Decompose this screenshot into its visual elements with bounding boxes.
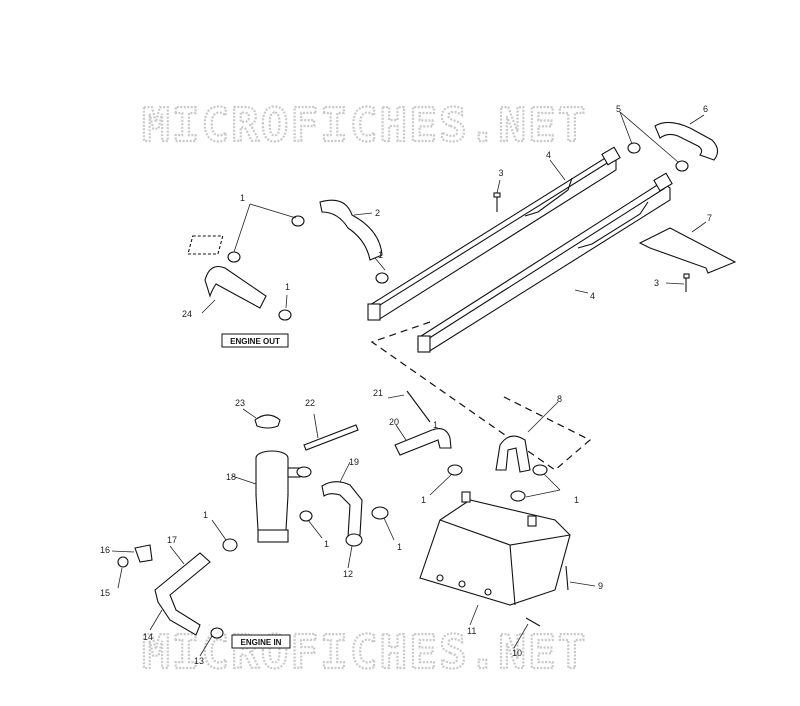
callout-1: 1 [378,250,383,260]
heat-exchanger-lower [417,172,673,353]
clamp [299,510,313,522]
callout-6: 6 [703,104,708,114]
engine-in-label: ENGINE IN [231,634,291,649]
callout-11: 11 [467,626,476,636]
callout-1: 1 [240,193,245,203]
clamp [278,309,292,321]
svg-text:ENGINE OUT: ENGINE OUT [230,337,280,346]
callout-1: 1 [397,542,402,552]
elbow-fitting [134,544,153,563]
callout-3: 3 [654,278,659,288]
clamp [675,160,689,172]
screw-upper [493,192,501,212]
coolant-reservoir [255,450,301,543]
callout-8: 8 [557,394,562,404]
callout-3: 3 [498,168,503,178]
callout-7: 7 [707,213,712,223]
clamp [291,215,305,227]
callout-13: 13 [194,656,204,666]
callout-14: 14 [143,632,153,642]
clamp [345,533,363,547]
callout-numbers: 1 1 1 1 1 1 1 1 1 2 3 3 4 4 5 6 7 8 9 10… [100,104,712,666]
callout-22: 22 [305,398,315,408]
callout-1: 1 [433,420,438,430]
callout-1: 1 [324,539,329,549]
callout-19: 19 [349,457,359,467]
reservoir-cap [254,414,281,429]
vent-tube [303,424,359,451]
mounting-bracket [638,227,737,274]
callout-16: 16 [100,545,110,555]
engine-out-label: ENGINE OUT [221,333,289,348]
callout-24: 24 [182,309,192,319]
callout-1: 1 [203,510,208,520]
clamp [222,538,238,552]
callout-4: 4 [546,150,551,160]
screw [565,565,569,591]
callout-1: 1 [574,495,579,505]
clamp [296,466,312,478]
clamp [447,464,463,476]
screw [406,390,431,423]
callout-5: 5 [616,104,621,114]
callout-2: 2 [375,208,380,218]
svg-text:ENGINE IN: ENGINE IN [241,638,282,647]
clamp [227,251,241,263]
clamp [532,464,548,476]
callout-1: 1 [285,282,290,292]
washer [117,556,129,568]
clamp [375,272,389,284]
callout-18: 18 [226,472,236,482]
watermark-top: MICROFICHES.NET [142,98,587,152]
hose-inlet [394,428,452,456]
clamp [210,627,224,639]
callout-9: 9 [598,581,603,591]
clamp [510,490,526,502]
hose-crossover [654,121,719,161]
callout-21: 21 [373,388,383,398]
clamp [371,506,389,520]
hose-engine-in [154,552,211,636]
hose-upper-outlet [319,199,383,261]
callout-15: 15 [100,588,110,598]
fitting [187,235,224,255]
hose-return [495,435,531,473]
screw [525,617,541,627]
routing-dashed-line [370,321,592,471]
callout-10: 10 [512,648,522,658]
callout-4: 4 [590,291,595,301]
hose-engine-out [204,265,267,309]
callout-1: 1 [421,495,426,505]
leader-lines [111,111,707,657]
screw-lower [683,273,690,292]
callout-12: 12 [343,569,353,579]
callout-20: 20 [389,417,399,427]
callout-17: 17 [167,535,177,545]
hose-reservoir [321,481,363,538]
clamp [627,142,641,154]
callout-23: 23 [235,398,245,408]
heat-exchanger-upper [367,146,621,321]
heat-exchanger-tank [419,491,571,606]
